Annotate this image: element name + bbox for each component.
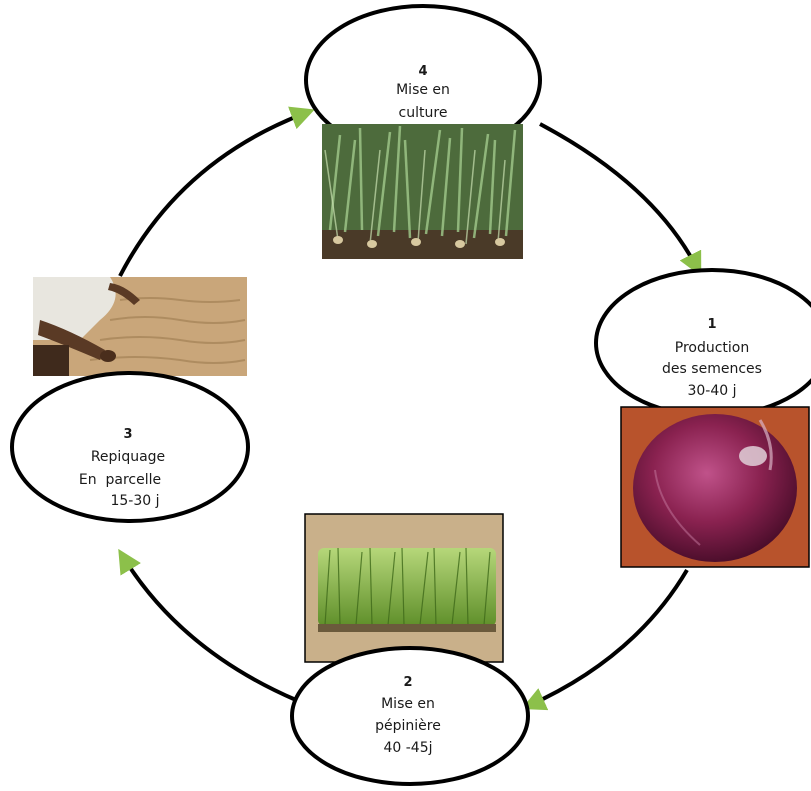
onion-field-photo [322, 124, 523, 259]
stage-4-line-1: Mise en [396, 82, 450, 98]
stage-3-number: 3 [123, 427, 132, 442]
transplanting-photo [33, 277, 247, 376]
arrow-1-to-2 [528, 570, 687, 706]
stage-1-line-1: Production [675, 340, 749, 356]
stage-1-line-2: des semences [662, 361, 762, 377]
stage-4: 4 Mise en culture [306, 6, 540, 259]
stage-2: 2 Mise en pépinière 40 -45j [292, 514, 528, 784]
stage-1-number: 1 [707, 317, 716, 332]
stage-3-line-2: En parcelle [79, 472, 161, 488]
stage-2-number: 2 [403, 675, 412, 690]
stage-3: 3 Repiquage En parcelle 15-30 j [12, 277, 248, 521]
stage-4-line-2: culture [399, 105, 448, 121]
arrow-2-to-3 [122, 555, 296, 700]
stage-1: 1 Production des semences 30-40 j [596, 270, 811, 567]
arrow-3-to-4 [120, 112, 308, 276]
stage-2-line-3: 40 -45j [383, 740, 432, 756]
arrow-4-to-1 [540, 124, 698, 270]
stage-2-line-1: Mise en [381, 696, 435, 712]
stage-2-line-2: pépinière [375, 718, 441, 734]
red-onion-photo [621, 407, 809, 567]
seedling-nursery-photo [305, 514, 503, 662]
stage-1-line-3: 30-40 j [687, 383, 736, 399]
stage-2-ellipse [292, 648, 528, 784]
stage-4-number: 4 [418, 64, 427, 79]
stage-3-line-1: Repiquage [91, 449, 165, 465]
stage-3-line-3: 15-30 j [110, 493, 159, 509]
